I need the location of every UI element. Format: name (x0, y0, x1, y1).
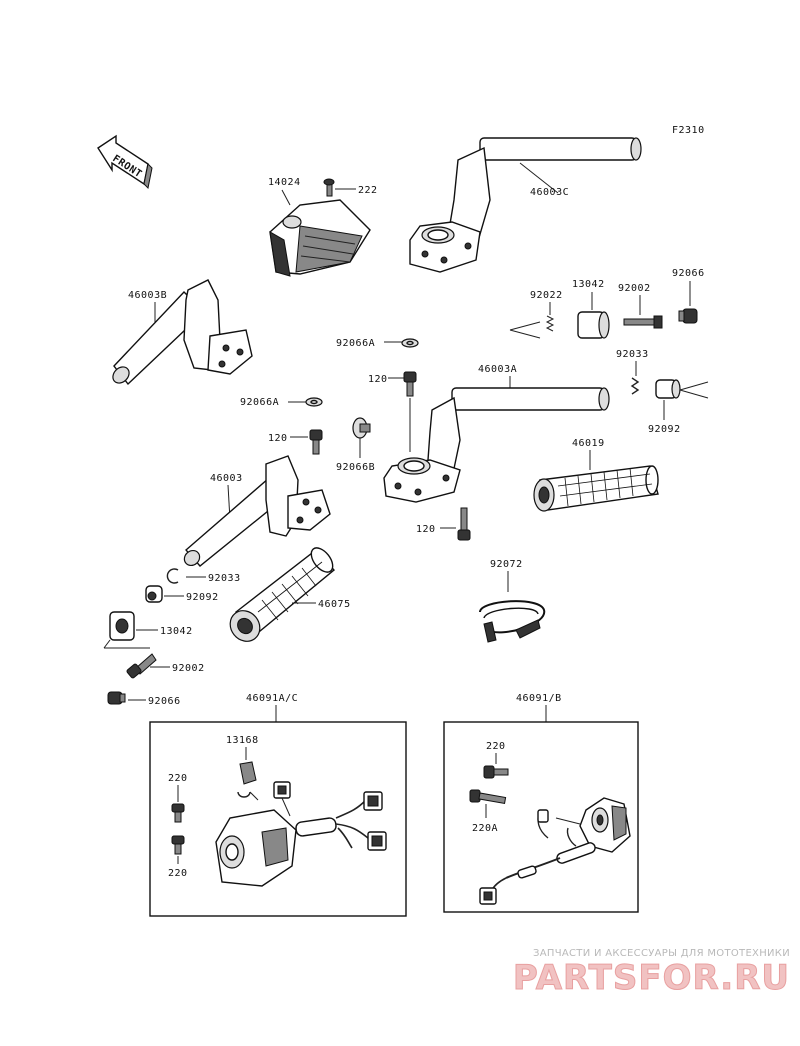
screw-220-c (483, 765, 509, 779)
label-92066B: 92066B (336, 462, 375, 473)
label-92022: 92022 (530, 290, 563, 301)
watermark: ЗАПЧАСТИ И АКСЕССУАРЫ ДЛЯ МОТОТЕХНИКИ PA… (470, 948, 790, 998)
grip-46075 (229, 547, 336, 642)
clip-92033-top (630, 377, 640, 395)
label-120-1: 120 (368, 374, 388, 385)
label-92033-top: 92033 (616, 349, 649, 360)
nut-92066-top (678, 308, 698, 324)
label-14024: 14024 (268, 177, 301, 188)
weight-13042-top (577, 311, 610, 339)
screw-222 (323, 178, 335, 197)
grip-46019 (533, 465, 659, 512)
label-92002-top: 92002 (618, 283, 651, 294)
label-46003C: 46003C (530, 187, 569, 198)
bolt-120-2 (309, 429, 323, 455)
label-220-c: 220 (486, 741, 506, 752)
label-220-b: 220 (168, 868, 188, 879)
label-46091B: 46091/B (516, 693, 562, 704)
cap-92066B (352, 417, 371, 439)
label-92033-left: 92033 (208, 573, 241, 584)
handlebar-46003 (183, 455, 331, 567)
watermark-brand: PARTSFOR.RU (512, 958, 790, 998)
label-92092-left: 92092 (186, 592, 219, 603)
cover-14024 (269, 199, 371, 277)
switch-housing-right (479, 797, 631, 905)
label-120-3: 120 (416, 524, 436, 535)
figure-code: F2310 (672, 125, 705, 136)
label-46091AC: 46091A/C (246, 693, 298, 704)
label-46003B: 46003B (128, 290, 167, 301)
label-92072: 92072 (490, 559, 523, 570)
label-220-a: 220 (168, 773, 188, 784)
label-13042-top: 13042 (572, 279, 605, 290)
label-13042-left: 13042 (160, 626, 193, 637)
label-46003A: 46003A (478, 364, 517, 375)
screw-220A (469, 789, 507, 805)
handlebar-46003B (112, 279, 253, 386)
label-92092-top: 92092 (648, 424, 681, 435)
watermark-tagline: ЗАПЧАСТИ И АКСЕССУАРЫ ДЛЯ МОТОТЕХНИКИ (533, 948, 790, 959)
label-46003: 46003 (210, 473, 243, 484)
bolt-92002-left (126, 653, 157, 679)
label-46075: 46075 (318, 599, 351, 610)
switch-box-left (149, 721, 407, 917)
label-13168: 13168 (226, 735, 259, 746)
bushing-92092-top (655, 379, 681, 399)
handlebar-46003A (383, 387, 610, 503)
handlebar-46003C (409, 137, 642, 273)
nut-92066-left (107, 691, 126, 705)
clip-92033-left (166, 568, 179, 584)
front-arrow-icon: FRONT (97, 134, 153, 190)
screw-220-a (171, 803, 185, 823)
bolt-120-3 (457, 507, 471, 541)
switch-housing-left (215, 781, 387, 887)
bolt-120-1 (403, 371, 417, 397)
screw-220-b (171, 835, 185, 855)
lever-13168 (237, 761, 259, 801)
label-92066A-2: 92066A (240, 397, 279, 408)
label-46019: 46019 (572, 438, 605, 449)
switch-box-right (443, 721, 639, 913)
label-222: 222 (358, 185, 378, 196)
bushing-92092-left (145, 585, 163, 603)
weight-13042-left (109, 611, 135, 641)
label-120-2: 120 (268, 433, 288, 444)
label-92066-left: 92066 (148, 696, 181, 707)
bolt-92002-top (623, 315, 663, 329)
spring-92022 (545, 315, 555, 332)
label-92066-top: 92066 (672, 268, 705, 279)
label-92066A-1: 92066A (336, 338, 375, 349)
label-220A: 220A (472, 823, 498, 834)
label-92002-left: 92002 (172, 663, 205, 674)
band-92072 (479, 600, 546, 643)
